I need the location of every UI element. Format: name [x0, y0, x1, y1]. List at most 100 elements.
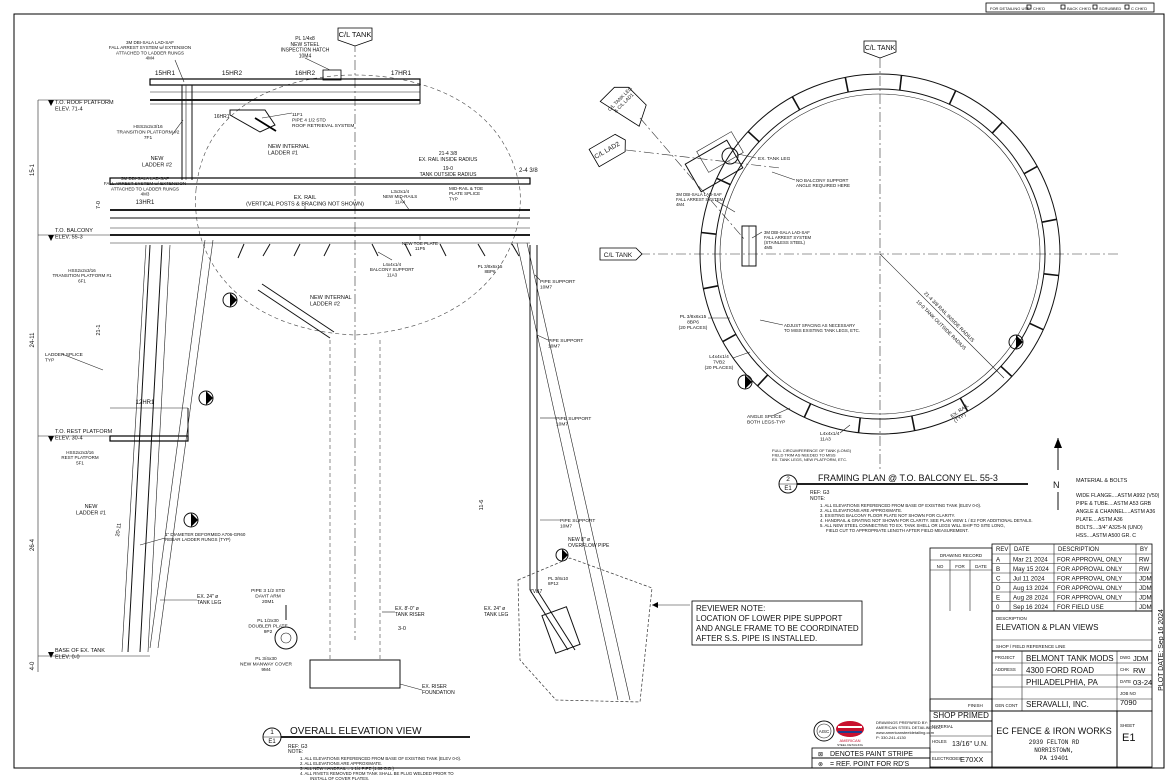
revision-cell: 0 — [996, 604, 1000, 611]
title-block: DRAWING RECORD NO FOR DATE REV DATE DESC… — [811, 543, 1165, 769]
north-label: N — [1053, 480, 1060, 490]
material-label: MATERIAL — [932, 724, 954, 729]
dimension: 11-6 — [479, 500, 485, 511]
radial-support-angle — [1029, 322, 1044, 331]
overflow-pipe — [529, 245, 576, 651]
gen-cont-value: SERAVALLI, INC. — [1026, 700, 1089, 709]
date-label: DATE — [1120, 679, 1131, 684]
revision-cell: Jul 11 2024 — [1013, 576, 1045, 583]
dimension: 21-1 — [96, 324, 102, 335]
prepared-by-line: www.americansteeldetailing.com — [876, 730, 935, 735]
plan-label-tank-leg: EX. TANK LEG — [758, 156, 791, 162]
note-line: INSTALL OF COVER PLATES. — [310, 776, 369, 781]
rail-tag: 12HR1 — [136, 400, 155, 406]
paint-stripe-legend: ⊠ DENOTES PAINT STRIPE ⊗ = REF. POINT FO… — [811, 747, 931, 769]
rail-tag: 16HR2 — [295, 70, 316, 77]
material-line: PLATE....ASTM A36 — [1076, 517, 1123, 523]
project-label: PROJECT — [995, 655, 1015, 660]
revision-cell: Aug 28 2024 — [1013, 595, 1049, 602]
radial-support-angle — [911, 415, 916, 431]
plan-cl-left-label: C/L TANK — [604, 252, 633, 259]
description-label: DESCRIPTION — [996, 616, 1027, 621]
revision-cell: FOR APPROVAL ONLY — [1057, 595, 1122, 602]
electrodes-value: E70XX — [960, 755, 983, 764]
sheet-border — [13, 13, 1165, 769]
revision-cell: JDM — [1139, 585, 1152, 592]
dimension: 20-11 — [115, 523, 123, 537]
plot-date: PLOT DATE: Sep 16 2024 — [1158, 609, 1165, 691]
roof-retrieval-system — [229, 109, 276, 133]
materials-list: MATERIAL & BOLTS WIDE FLANGE....ASTM A99… — [1076, 478, 1160, 539]
holes-value: 13/16" U.N. — [952, 741, 988, 748]
plan-note-line: 4. HANDRAIL & GRATING NOT SHOWN FOR CLAR… — [820, 518, 1033, 523]
plan-new-platform — [684, 131, 757, 267]
ref-point-symbol: ⊗ — [818, 762, 823, 768]
plan-cl-left: C/L TANK — [599, 247, 643, 261]
radius-line — [879, 253, 1005, 379]
gen-cont-label: GEN CONT — [995, 703, 1018, 708]
note-line: 1. ALL ELEVATIONS REFERENCED FROM BASE O… — [300, 756, 461, 761]
reviewer-note: REVIEWER NOTE: LOCATION OF LOWER PIPE SU… — [652, 600, 863, 646]
shop-field-label: SHOP / FIELD REFERENCE LINE — [996, 644, 1065, 649]
dwg-label: DWG — [1120, 655, 1131, 660]
rail-tags-top: 15HR1 15HR2 16HR2 17HR1 — [155, 70, 412, 77]
manway-cover — [274, 605, 298, 650]
revision-cell: D — [996, 585, 1001, 592]
material-line: ANGLE & CHANNEL....ASTM A36 — [1076, 509, 1155, 515]
materials-heading: MATERIAL & BOLTS — [1076, 478, 1128, 484]
revision-cell: JDM — [1139, 595, 1152, 602]
paint-stripe-symbol: ⊠ — [818, 752, 823, 758]
tank-bowl-outline — [195, 74, 521, 336]
leader-lines — [61, 57, 560, 691]
address-line2: PHILADELPHIA, PA — [1026, 678, 1099, 687]
view-title: OVERALL ELEVATION VIEW — [290, 726, 422, 737]
pipe-support-detail-cloud — [517, 557, 653, 703]
plan-centerline-label: C/L TANK — [865, 45, 896, 52]
date-value: 03-24 — [1133, 678, 1152, 687]
material-line: PIPE & TUBE....ASTM A53 GRB — [1076, 501, 1152, 507]
prepared-by-line: DRAWINGS PREPARED BY: — [876, 720, 928, 725]
label-7vb7: 7VB7 — [530, 589, 542, 595]
rev-header: BY — [1140, 547, 1148, 553]
revision-cell: FOR FIELD USE — [1057, 604, 1104, 611]
reviewer-note-line: AFTER S.S. PIPE IS INSTALLED. — [696, 634, 817, 643]
revision-cell: FOR APPROVAL ONLY — [1057, 585, 1122, 592]
drawing-record-col: NO — [937, 564, 944, 569]
check-strip: FOR DETAILING USE CHK'D BACK CHK'D SCRUB… — [985, 2, 1155, 13]
cl-lad1-bubble: C/L TANK LEG& C/L LAD1 — [599, 86, 746, 241]
revision-cell: A — [996, 557, 1001, 564]
plan-view-title: 2 E1 FRAMING PLAN @ T.O. BALCONY EL. 55-… — [778, 473, 1033, 533]
rest-platform — [109, 407, 189, 442]
radial-support-angle — [803, 403, 812, 418]
plan-note-line: 3. EXISTING BALCONY FLOOR PLATE NOT SHOW… — [820, 513, 955, 518]
radial-support-angle — [857, 417, 861, 433]
radial-support-angle — [899, 75, 903, 91]
radial-support-angle — [1043, 273, 1059, 277]
revision-cell: RW — [1139, 557, 1149, 564]
dimension: 3-0 — [398, 626, 406, 632]
note-line: 4. ALL RIVETS REMOVED FROM TANK SHALL BE… — [300, 771, 454, 776]
